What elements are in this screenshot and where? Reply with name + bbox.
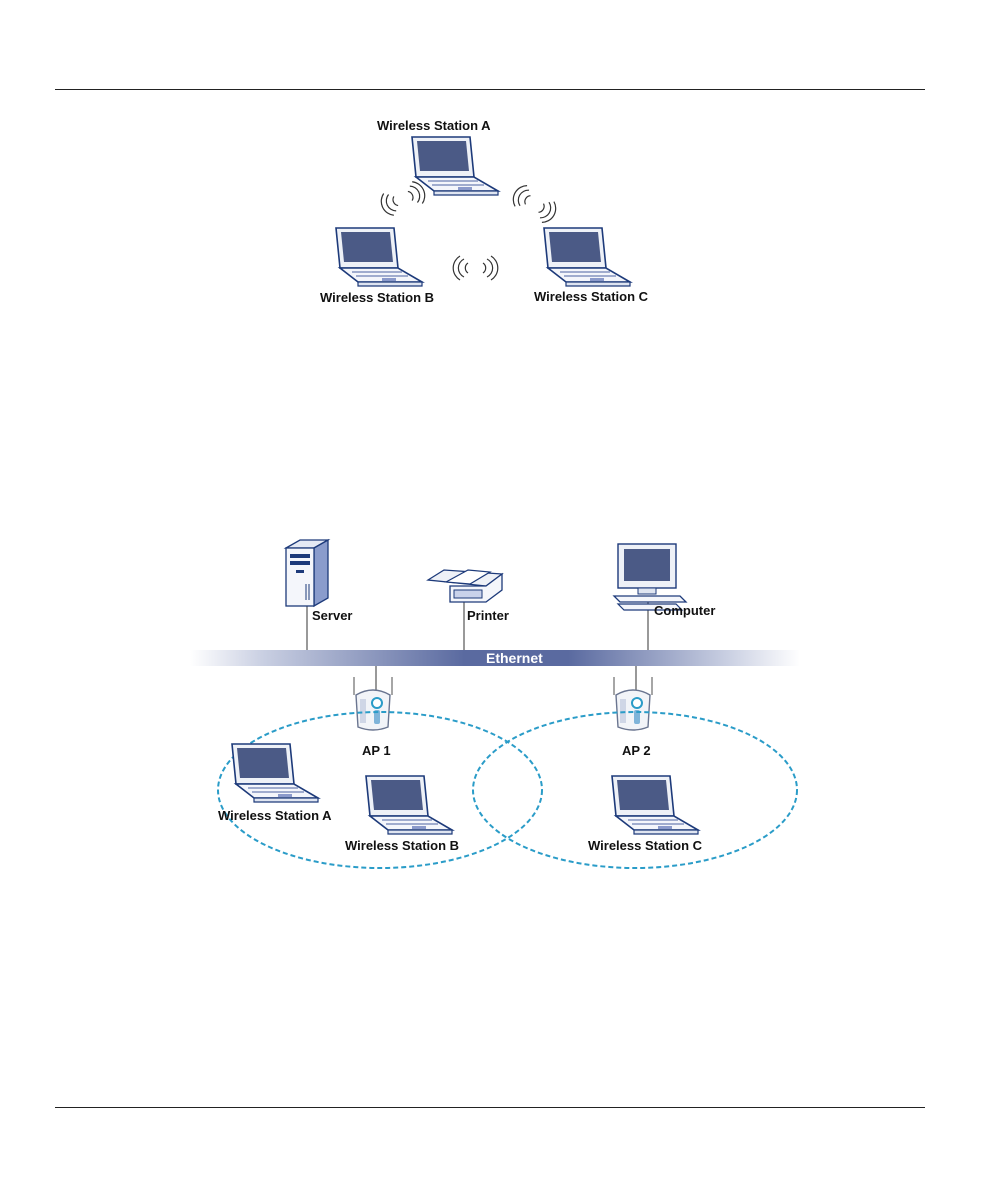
adhoc-station-b-laptop-icon: [336, 228, 422, 286]
infra-station-a-laptop-icon: [232, 744, 318, 802]
adhoc-station-a-laptop-icon: [412, 137, 498, 195]
adhoc-station-c-laptop-icon: [544, 228, 630, 286]
wireless-wave-icon: [453, 256, 468, 280]
server-icon: [286, 540, 328, 606]
infra-station-b-label: Wireless Station B: [345, 838, 459, 853]
infra-station-a-label: Wireless Station A: [218, 808, 332, 823]
computer-label: Computer: [654, 603, 715, 618]
printer-label: Printer: [467, 608, 509, 623]
infra-station-b-laptop-icon: [366, 776, 452, 834]
ap1-label: AP 1: [362, 743, 391, 758]
printer-icon: [428, 570, 502, 602]
adhoc-station-a-label: Wireless Station A: [377, 118, 491, 133]
computer-icon: [614, 544, 686, 610]
infra-station-c-label: Wireless Station C: [588, 838, 702, 853]
wireless-wave-icon: [509, 182, 534, 210]
ap1-device-icon: [354, 677, 392, 730]
ap2-label: AP 2: [622, 743, 651, 758]
wireless-wave-icon: [378, 190, 402, 218]
ethernet-label: Ethernet: [486, 650, 543, 666]
wireless-wave-icon: [483, 256, 498, 280]
server-label: Server: [312, 608, 352, 623]
adhoc-station-c-label: Wireless Station C: [534, 289, 648, 304]
adhoc-station-b-label: Wireless Station B: [320, 290, 434, 305]
infra-station-c-laptop-icon: [612, 776, 698, 834]
wireless-wave-icon: [535, 198, 560, 226]
ap2-device-icon: [614, 677, 652, 730]
